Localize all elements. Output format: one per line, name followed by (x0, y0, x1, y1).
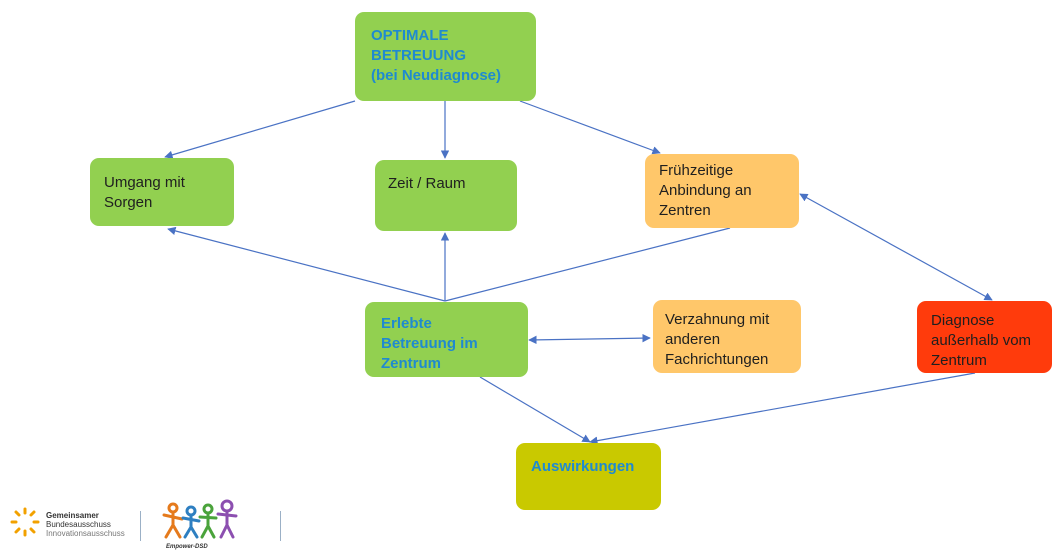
node-umgang-mit-sorgen-label: Umgang mit Sorgen (104, 174, 185, 211)
node-zeit-raum: Zeit / Raum (375, 160, 517, 231)
edge-fruehzeitig-diagnose (799, 193, 993, 301)
gba-sun-logo-icon (10, 507, 40, 537)
node-verzahnung: Verzahnung mit anderen Fachrichtungen (653, 300, 801, 373)
gba-line3: Innovationsausschuss (46, 529, 125, 538)
node-fruehzeitige-anbindung-label: Frühzeitige Anbindung an Zentren (659, 162, 752, 219)
node-optimale-betreuung: OPTIMALE BETREUUNG (bei Neudiagnose) (355, 12, 536, 101)
node-diagnose-ausserhalb: Diagnose außerhalb vom Zentrum (917, 301, 1052, 373)
edge-optimal-fruehzeitig (519, 100, 661, 155)
empower-wordmark: Empower-DSD (166, 544, 208, 550)
node-optimale-betreuung-label: OPTIMALE BETREUUNG (bei Neudiagnose) (371, 27, 502, 84)
gba-line1: Gemeinsamer (46, 511, 99, 520)
edge-erlebte-auswirkungen (479, 376, 591, 443)
node-umgang-mit-sorgen: Umgang mit Sorgen (90, 158, 234, 226)
edge-fruehzeitig-erlebte (444, 227, 731, 302)
node-verzahnung-label: Verzahnung mit anderen Fachrichtungen (665, 311, 770, 368)
edge-erlebte-umgang (167, 226, 446, 302)
logo-divider-right (280, 511, 281, 541)
empower-figures-logo-icon (162, 499, 238, 539)
node-zeit-raum-label: Zeit / Raum (388, 175, 466, 192)
node-fruehzeitige-anbindung: Frühzeitige Anbindung an Zentren (645, 154, 799, 228)
footer-logos: Gemeinsamer Bundesausschuss Innovationsa… (8, 497, 308, 553)
edge-optimal-umgang (164, 100, 356, 159)
edge-diagnose-auswirkungen (589, 372, 976, 445)
gba-line2: Bundesausschuss (46, 520, 111, 529)
logo-divider-left (140, 511, 141, 541)
gba-wordmark: Gemeinsamer Bundesausschuss Innovationsa… (46, 511, 125, 538)
edge-erlebte-verzahnung (528, 333, 651, 345)
node-auswirkungen-label: Auswirkungen (531, 458, 635, 475)
node-erlebte-betreuung-label: Erlebte Betreuung im Zentrum (381, 315, 478, 372)
node-diagnose-ausserhalb-label: Diagnose außerhalb vom Zentrum (931, 312, 1032, 369)
node-erlebte-betreuung: Erlebte Betreuung im Zentrum (365, 302, 528, 377)
node-auswirkungen: Auswirkungen (516, 443, 661, 510)
